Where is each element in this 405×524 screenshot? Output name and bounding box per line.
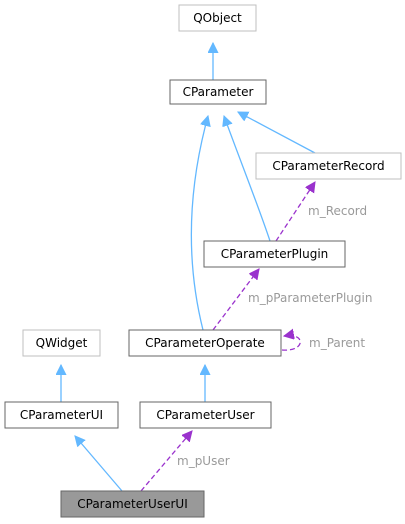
node-cparameter-plugin-label: CParameterPlugin xyxy=(221,247,329,261)
edge-label-plugin: m_pParameterPlugin xyxy=(248,291,372,305)
edge-user-ui-uses-user xyxy=(140,431,192,492)
node-cparameter-operate[interactable]: CParameterOperate xyxy=(128,329,282,357)
node-cparameter-label: CParameter xyxy=(183,85,254,99)
edge-plugin-uses-record xyxy=(275,182,315,242)
node-qwidget-label: QWidget xyxy=(36,336,88,350)
node-cparameter-plugin[interactable]: CParameterPlugin xyxy=(203,240,346,268)
edge-operate-uses-plugin xyxy=(212,269,259,331)
node-cparameter-user[interactable]: CParameterUser xyxy=(139,401,272,429)
edge-label-user: m_pUser xyxy=(177,454,230,468)
node-cparameter[interactable]: CParameter xyxy=(169,79,267,105)
node-cparameter-operate-label: CParameterOperate xyxy=(145,336,265,350)
node-cparameter-user-ui[interactable]: CParameterUserUI xyxy=(60,490,205,518)
edge-label-parent: m_Parent xyxy=(309,336,365,350)
edge-operate-uses-self xyxy=(281,335,301,351)
node-cparameter-user-ui-label: CParameterUserUI xyxy=(77,497,187,511)
edge-cparameter-user-ui-to-cparameter-ui xyxy=(75,436,123,492)
node-cparameter-record[interactable]: CParameterRecord xyxy=(255,152,402,180)
node-qobject[interactable]: QObject xyxy=(178,4,257,32)
node-cparameter-record-label: CParameterRecord xyxy=(272,159,384,173)
edge-label-record: m_Record xyxy=(308,204,367,218)
edge-cparameter-record-to-cparameter xyxy=(238,111,316,154)
node-qobject-label: QObject xyxy=(193,11,242,25)
node-cparameter-user-label: CParameterUser xyxy=(156,408,254,422)
node-cparameter-ui[interactable]: CParameterUI xyxy=(4,401,119,429)
edge-cparameter-operate-to-cparameter xyxy=(190,116,208,331)
node-qwidget[interactable]: QWidget xyxy=(22,329,101,357)
edge-cparameter-plugin-to-cparameter xyxy=(224,116,271,242)
node-cparameter-ui-label: CParameterUI xyxy=(20,408,103,422)
